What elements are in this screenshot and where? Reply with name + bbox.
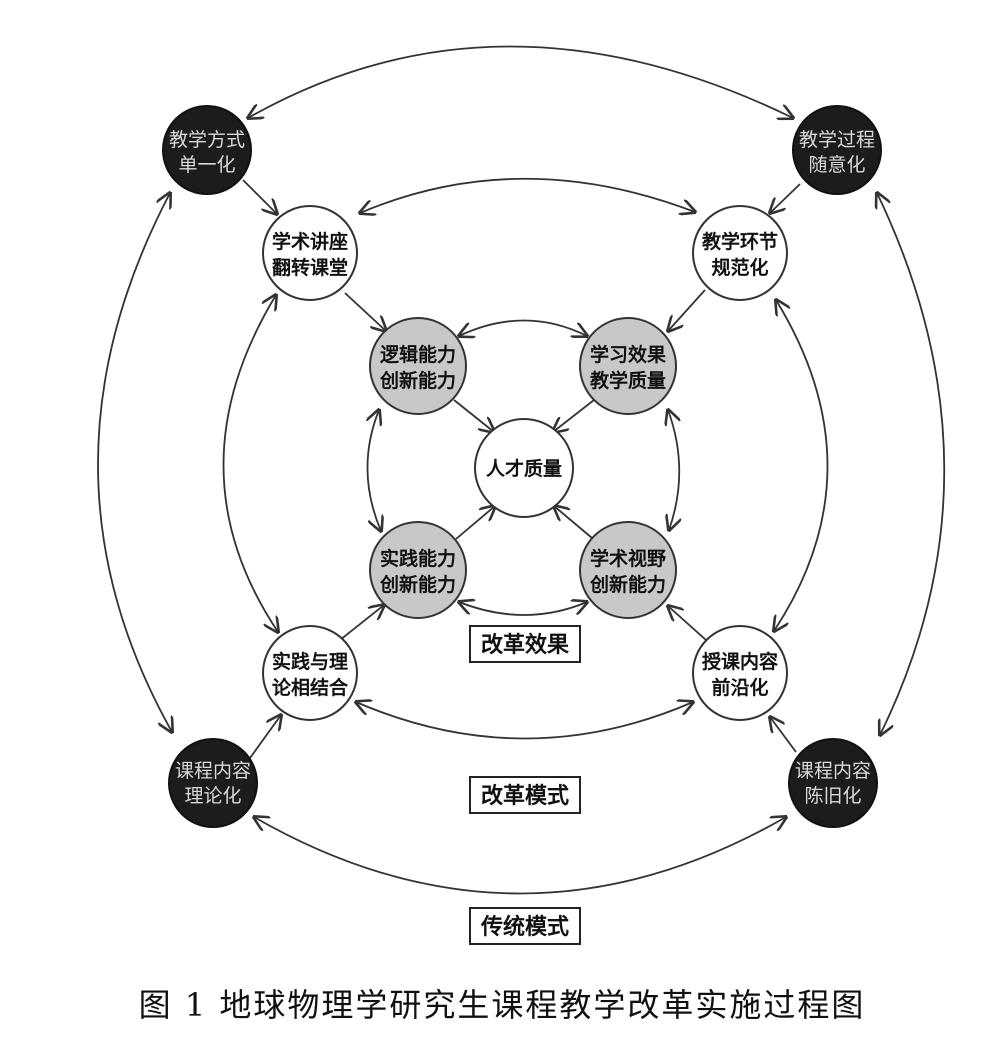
- svg-text:教学过程: 教学过程: [799, 129, 875, 151]
- svg-text:改革模式: 改革模式: [481, 783, 569, 809]
- svg-text:翻转课堂: 翻转课堂: [272, 256, 348, 279]
- svg-text:理论化: 理论化: [184, 785, 241, 807]
- inner-to-center-arrows: [453, 399, 595, 540]
- node-lecture-flipped: 学术讲座 翻转课堂: [262, 205, 358, 301]
- node-logic-innovation: 逻辑能力 创新能力: [369, 317, 467, 415]
- svg-text:实践与理: 实践与理: [272, 650, 348, 673]
- svg-text:教学方式: 教学方式: [169, 129, 245, 151]
- svg-text:实践能力: 实践能力: [380, 547, 456, 570]
- label-reform-effect: 改革效果: [469, 625, 581, 663]
- svg-text:单一化: 单一化: [178, 154, 235, 176]
- node-standardized-steps: 教学环节 规范化: [692, 205, 788, 301]
- node-talent-quality: 人才质量: [474, 418, 574, 518]
- node-vision-innovation: 学术视野 创新能力: [579, 521, 677, 619]
- svg-text:传统模式: 传统模式: [480, 914, 569, 940]
- mid-to-inner-arrows: [339, 289, 707, 641]
- svg-text:授课内容: 授课内容: [702, 650, 778, 673]
- svg-text:改革效果: 改革效果: [481, 632, 569, 658]
- svg-text:创新能力: 创新能力: [379, 573, 456, 596]
- svg-text:学术讲座: 学术讲座: [272, 230, 348, 253]
- svg-text:学习效果: 学习效果: [590, 343, 666, 366]
- svg-text:课程内容: 课程内容: [175, 760, 251, 782]
- node-practice-innovation: 实践能力 创新能力: [369, 521, 467, 619]
- outer-ring: [97, 45, 946, 895]
- node-content-outdated: 课程内容 陈旧化: [788, 738, 878, 828]
- svg-text:创新能力: 创新能力: [379, 369, 456, 392]
- svg-text:课程内容: 课程内容: [795, 760, 871, 782]
- middle-ring: [222, 177, 829, 740]
- svg-text:前沿化: 前沿化: [711, 676, 768, 699]
- svg-text:教学质量: 教学质量: [590, 369, 666, 392]
- svg-text:教学环节: 教学环节: [702, 230, 778, 253]
- figure-caption: 图 1 地球物理学研究生课程教学改革实施过程图: [138, 986, 866, 1024]
- node-content-theoretical: 课程内容 理论化: [168, 738, 258, 828]
- svg-text:规范化: 规范化: [711, 256, 768, 279]
- svg-text:论相结合: 论相结合: [272, 676, 349, 699]
- svg-text:学术视野: 学术视野: [590, 547, 666, 570]
- svg-text:创新能力: 创新能力: [589, 573, 666, 596]
- node-teaching-process: 教学过程 随意化: [792, 105, 882, 195]
- svg-text:陈旧化: 陈旧化: [804, 785, 861, 807]
- svg-text:逻辑能力: 逻辑能力: [380, 343, 456, 366]
- svg-text:随意化: 随意化: [808, 154, 865, 176]
- outer-to-mid-arrows: [242, 179, 801, 759]
- svg-text:人才质量: 人才质量: [486, 457, 562, 480]
- label-reform-mode: 改革模式: [469, 776, 581, 814]
- label-traditional-mode: 传统模式: [469, 907, 581, 945]
- node-practice-theory: 实践与理 论相结合: [262, 625, 358, 721]
- node-teaching-method: 教学方式 单一化: [162, 105, 252, 195]
- node-learning-quality: 学习效果 教学质量: [579, 317, 677, 415]
- node-frontier-content: 授课内容 前沿化: [692, 625, 788, 721]
- inner-ring: [367, 319, 679, 616]
